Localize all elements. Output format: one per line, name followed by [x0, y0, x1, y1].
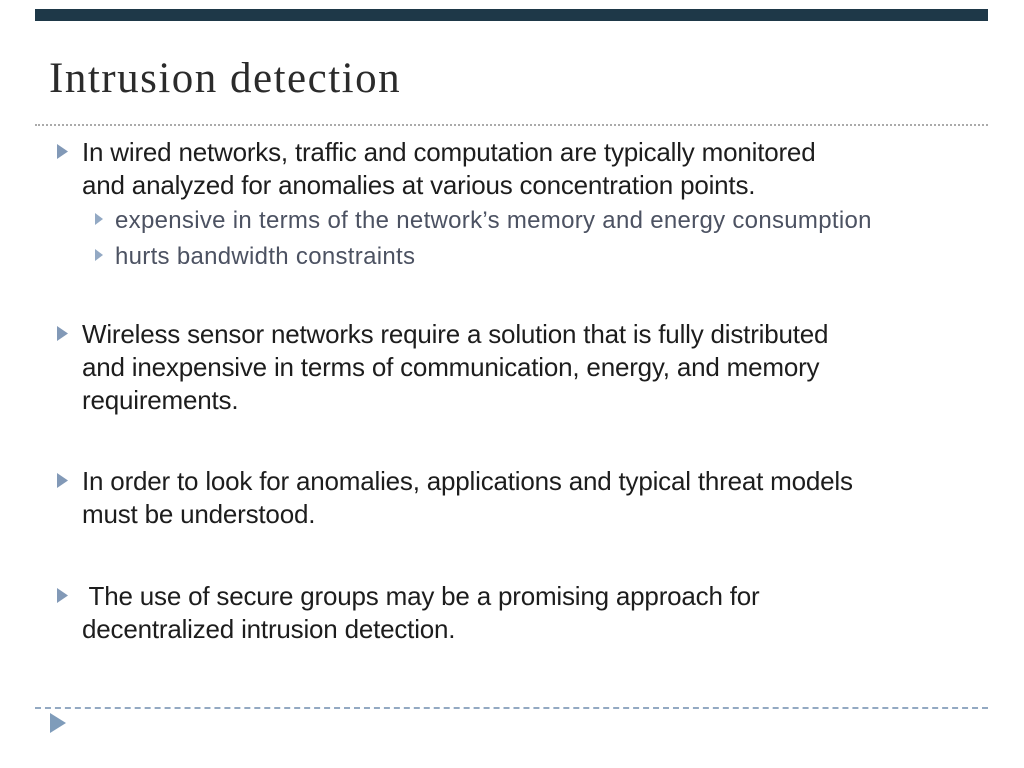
sub-bullet-item: hurts bandwidth constraints — [93, 243, 415, 271]
title-divider-line — [35, 124, 988, 126]
sub-bullet-text: expensive in terms of the network’s memo… — [115, 207, 872, 234]
top-accent-bar — [35, 9, 988, 21]
triangle-bullet-icon — [95, 213, 103, 225]
triangle-bullet-icon — [57, 144, 68, 159]
footer-divider-line — [35, 707, 988, 709]
bullet-text: In wired networks, traffic and computati… — [82, 137, 816, 200]
triangle-bullet-icon — [57, 473, 68, 488]
bullet-item: The use of secure groups may be a promis… — [55, 580, 760, 646]
sub-bullet-text: hurts bandwidth constraints — [115, 243, 416, 270]
bullet-item: In wired networks, traffic and computati… — [55, 136, 816, 202]
page-title: Intrusion detection — [49, 55, 402, 102]
sub-bullet-item: expensive in terms of the network’s memo… — [93, 207, 872, 235]
footer-triangle-icon — [50, 713, 66, 733]
triangle-bullet-icon — [95, 249, 103, 261]
bullet-item: Wireless sensor networks require a solut… — [55, 318, 829, 417]
bullet-item: In order to look for anomalies, applicat… — [55, 465, 853, 531]
triangle-bullet-icon — [57, 326, 68, 341]
bullet-text: In order to look for anomalies, applicat… — [82, 466, 853, 529]
triangle-bullet-icon — [57, 588, 68, 603]
bullet-text: The use of secure groups may be a promis… — [82, 581, 760, 644]
bullet-text: Wireless sensor networks require a solut… — [82, 319, 829, 415]
